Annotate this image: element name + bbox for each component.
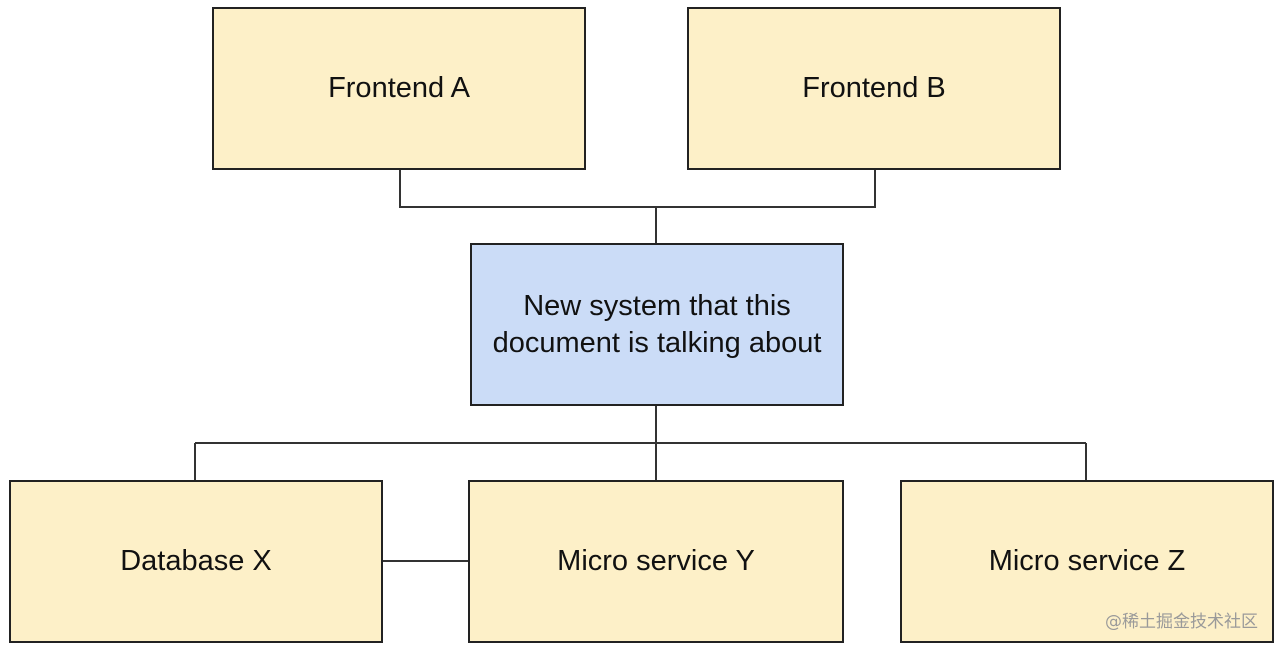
new-system-node: New system that this document is talking… xyxy=(470,243,844,406)
frontend-a-node: Frontend A xyxy=(212,7,586,170)
watermark: @稀土掘金技术社区 xyxy=(1105,612,1258,632)
new-system-label: New system that this document is talking… xyxy=(492,289,822,359)
micro-service-z-node: Micro service Z xyxy=(900,480,1274,643)
micro-service-z-label: Micro service Z xyxy=(988,545,1186,578)
connector-frontend-a xyxy=(399,170,656,208)
database-x-node: Database X xyxy=(9,480,383,643)
frontend-b-label: Frontend B xyxy=(802,72,946,105)
frontend-b-node: Frontend B xyxy=(687,7,1061,170)
micro-service-y-node: Micro service Y xyxy=(468,480,844,643)
database-x-label: Database X xyxy=(120,545,272,578)
frontend-a-label: Frontend A xyxy=(328,72,470,105)
micro-service-y-label: Micro service Y xyxy=(557,545,755,578)
connector-frontend-b xyxy=(656,170,876,208)
